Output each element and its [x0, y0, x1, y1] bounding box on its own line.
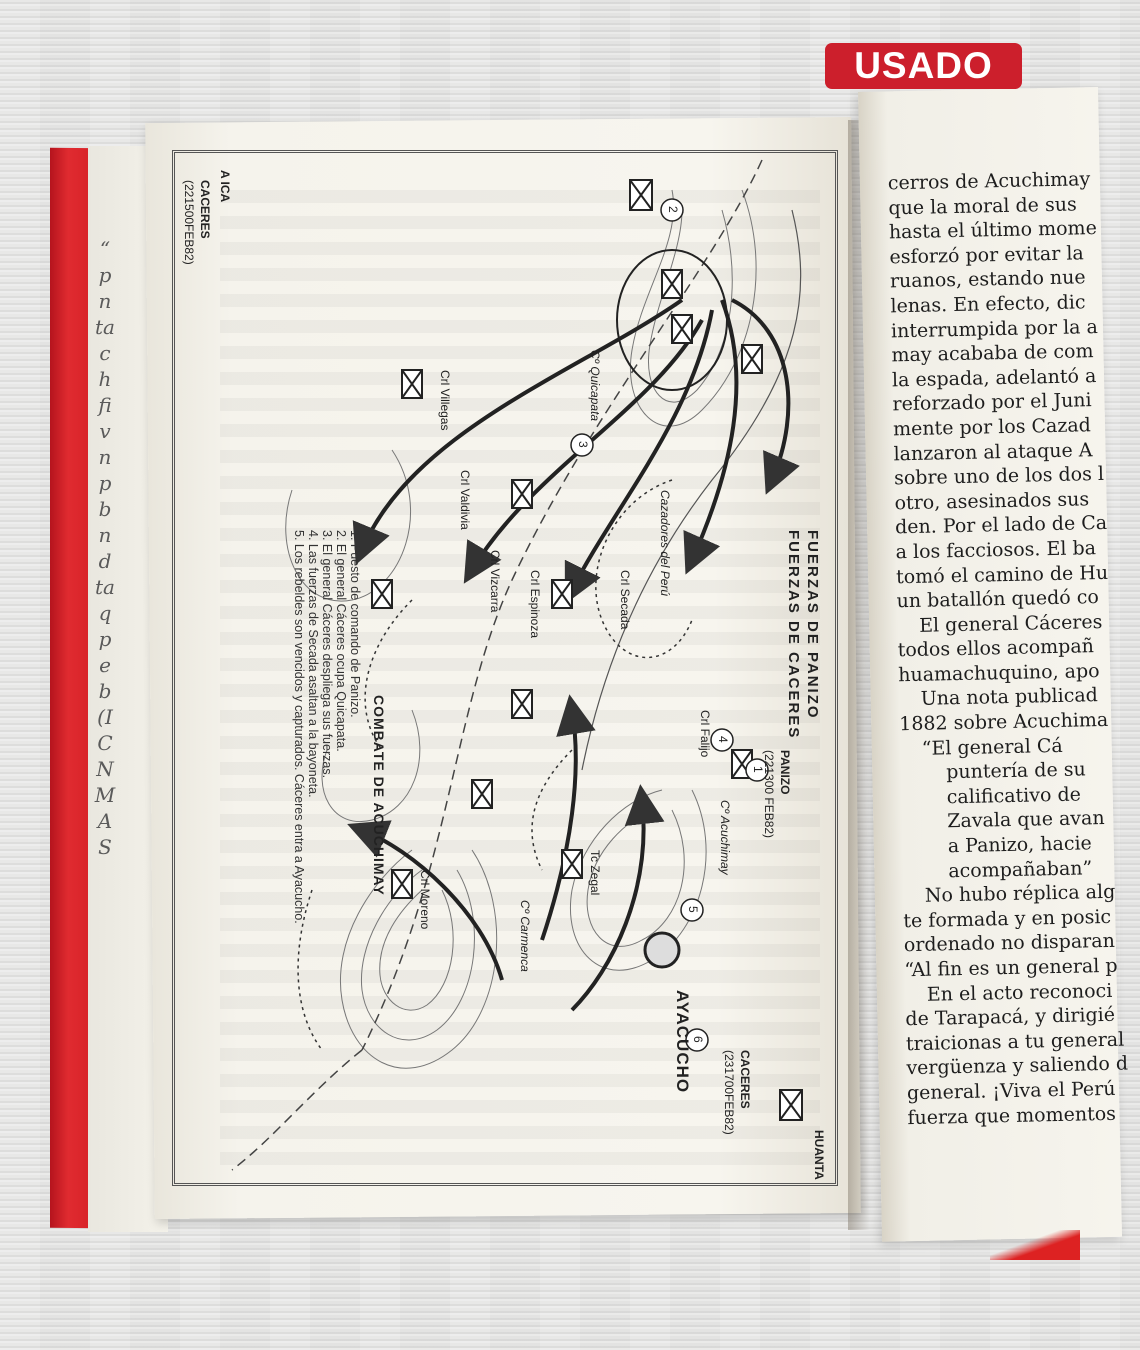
label-panizo: PANIZO [778, 750, 792, 795]
label-caceres-1-date: (221500FEB82) [182, 180, 196, 265]
label-secada: Crl Secada [618, 570, 632, 630]
label-panizo-date: (221300 FEB82) [762, 750, 776, 839]
step-1: 1 [751, 766, 765, 773]
underlying-letter: c [99, 341, 111, 365]
ayacucho-marker [643, 931, 681, 969]
label-a-ica: A ICA [218, 170, 232, 203]
battle-map: FUERZAS DE PANIZO FUERZAS DE CACERES COM… [172, 150, 832, 1180]
step-6: 6 [691, 1036, 705, 1043]
underlying-letter: C [97, 731, 113, 755]
red-cover-corner [990, 1230, 1080, 1260]
underlying-letter: d [98, 549, 112, 573]
legend-item: 3. El general Cáceres despliega sus fuer… [320, 530, 334, 779]
underlying-letter: fi [98, 393, 112, 417]
text-line: cerros de Acuchimay [887, 168, 1091, 195]
underlying-letter: p [98, 627, 112, 651]
label-caceres-1: CACERES [198, 180, 212, 239]
legend-item: 1. Puesto de comando de Panizo. [348, 530, 362, 718]
underlying-letter: S [98, 835, 112, 859]
label-acuchimay: Cº Acuchimay [718, 800, 732, 875]
label-huanta: HUANTA [812, 1130, 826, 1180]
front-lines [297, 479, 693, 1051]
text-line: ruanos, estando nue [889, 266, 1086, 293]
underlying-letter: v [99, 419, 111, 443]
quicapata-circle [616, 249, 728, 391]
underlying-letter: ta [95, 315, 115, 339]
road-ica-huanta [361, 159, 763, 1051]
unit-symbols [371, 179, 803, 1121]
step-4: 4 [716, 736, 730, 743]
underlying-letter: A [97, 809, 113, 833]
step-5: 5 [686, 906, 700, 913]
map-title-panizo: FUERZAS DE PANIZO [804, 530, 821, 720]
label-valdivia: Crl Valdivia [458, 470, 472, 530]
text-line: Zavala que avan [947, 807, 1105, 833]
underlying-letter: (I [97, 705, 113, 729]
label-moreno: Crl Moreno [418, 870, 432, 930]
road-huanta [231, 1049, 363, 1171]
underlying-letter: n [98, 523, 112, 547]
text-line: hasta el último mome [888, 217, 1098, 244]
legend-title: COMBATE DE ACUCHIMAY [371, 695, 387, 896]
label-carmenca: Cº Carmenca [518, 900, 532, 972]
map-title: FUERZAS DE PANIZO FUERZAS DE CACERES [784, 530, 822, 1170]
underlying-letter: q [98, 601, 112, 625]
underlying-letter: M [94, 783, 116, 807]
underlying-letter: p [98, 471, 112, 495]
underlying-letter: n [98, 289, 112, 313]
underlying-letter: b [98, 497, 112, 521]
river [581, 209, 802, 771]
label-villegas: Crl Villegas [438, 370, 452, 431]
legend-item: 5. Los rebeldes son vencidos y capturado… [292, 530, 306, 924]
text-line: sobre uno de los dos l [893, 463, 1105, 490]
underlying-letter: e [99, 653, 111, 677]
underlying-letter: b [98, 679, 112, 703]
underlying-letter: p [98, 263, 112, 287]
underlying-letter: N [96, 757, 114, 781]
text-line: 1882 sobre Acuchima [899, 708, 1109, 736]
label-espinoza: Crl Espinoza [528, 570, 542, 639]
text-line: fuerza que momentos [907, 1102, 1117, 1129]
underlying-letter: “ [99, 237, 111, 261]
label-ayacucho: AYACUCHO [673, 990, 692, 1094]
step-2: 2 [666, 206, 680, 213]
underlying-letter: ta [95, 575, 115, 599]
step-circles [570, 198, 769, 1052]
label-caceres-2-date: (231700FEB82) [722, 1050, 736, 1135]
label-caceres-2: CACERES [738, 1050, 752, 1109]
underlying-letter: n [98, 445, 112, 469]
map-title-caceres: FUERZAS DE CACERES [785, 530, 802, 740]
contour-lines [285, 189, 757, 1069]
map-legend: 1. Puesto de comando de Panizo.2. El gen… [292, 530, 362, 1170]
label-vizcarra: Crl Vizcarra [488, 550, 502, 613]
map-frame [172, 150, 838, 1186]
label-cazadores: Cazadores del Perú [658, 490, 672, 597]
used-badge: USADO [825, 43, 1022, 89]
label-zegal: Tc Zegal [588, 850, 602, 896]
label-quicapata: Cº Quicapata [588, 350, 602, 422]
map-drawing [231, 159, 803, 1171]
underlying-letter: h [98, 367, 112, 391]
legend-item: 4. Las fuerzas de Secada asaltan a la ba… [306, 530, 320, 798]
legend-item: 2. El general Cáceres ocupa Quicapata. [334, 530, 348, 752]
step-3: 3 [576, 441, 590, 448]
label-falijo: Crl Falijo [698, 710, 712, 758]
